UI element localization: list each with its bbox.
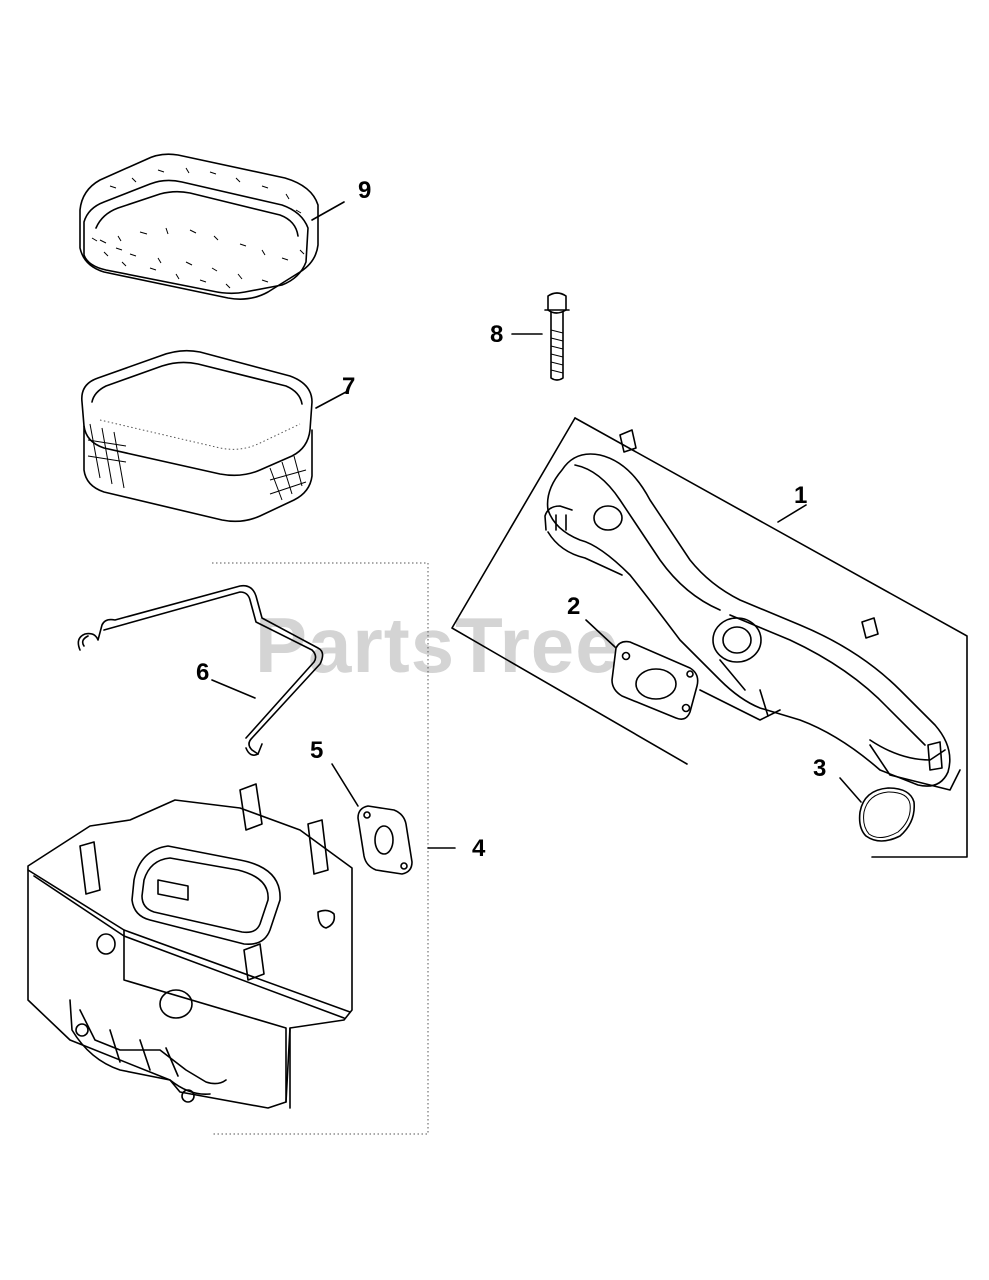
o-ring-part-3[interactable] xyxy=(858,787,916,842)
callout-7: 7 xyxy=(342,373,355,400)
air-cleaner-base-part-4[interactable] xyxy=(27,783,353,1109)
watermark-text: PartsTree xyxy=(255,601,620,689)
callout-8: 8 xyxy=(490,321,503,348)
pre-cleaner-part-9[interactable] xyxy=(79,153,319,300)
retaining-wire-part-6[interactable] xyxy=(77,584,324,756)
callout-5: 5 xyxy=(310,737,323,764)
callout-3: 3 xyxy=(813,755,826,782)
callout-4: 4 xyxy=(472,835,486,862)
callout-9: 9 xyxy=(358,177,371,204)
intake-manifold-part-1[interactable] xyxy=(544,429,961,791)
small-gasket-part-5[interactable] xyxy=(357,805,413,875)
intake-manifold-group-box xyxy=(451,417,968,858)
gasket-part-2[interactable] xyxy=(611,640,699,720)
callout-1: 1 xyxy=(794,482,807,509)
bolt-part-8[interactable] xyxy=(544,292,570,381)
leader-lines xyxy=(211,201,862,849)
air-filter-element-part-7[interactable] xyxy=(81,349,313,523)
callout-6: 6 xyxy=(196,659,209,686)
callout-2: 2 xyxy=(567,593,580,620)
